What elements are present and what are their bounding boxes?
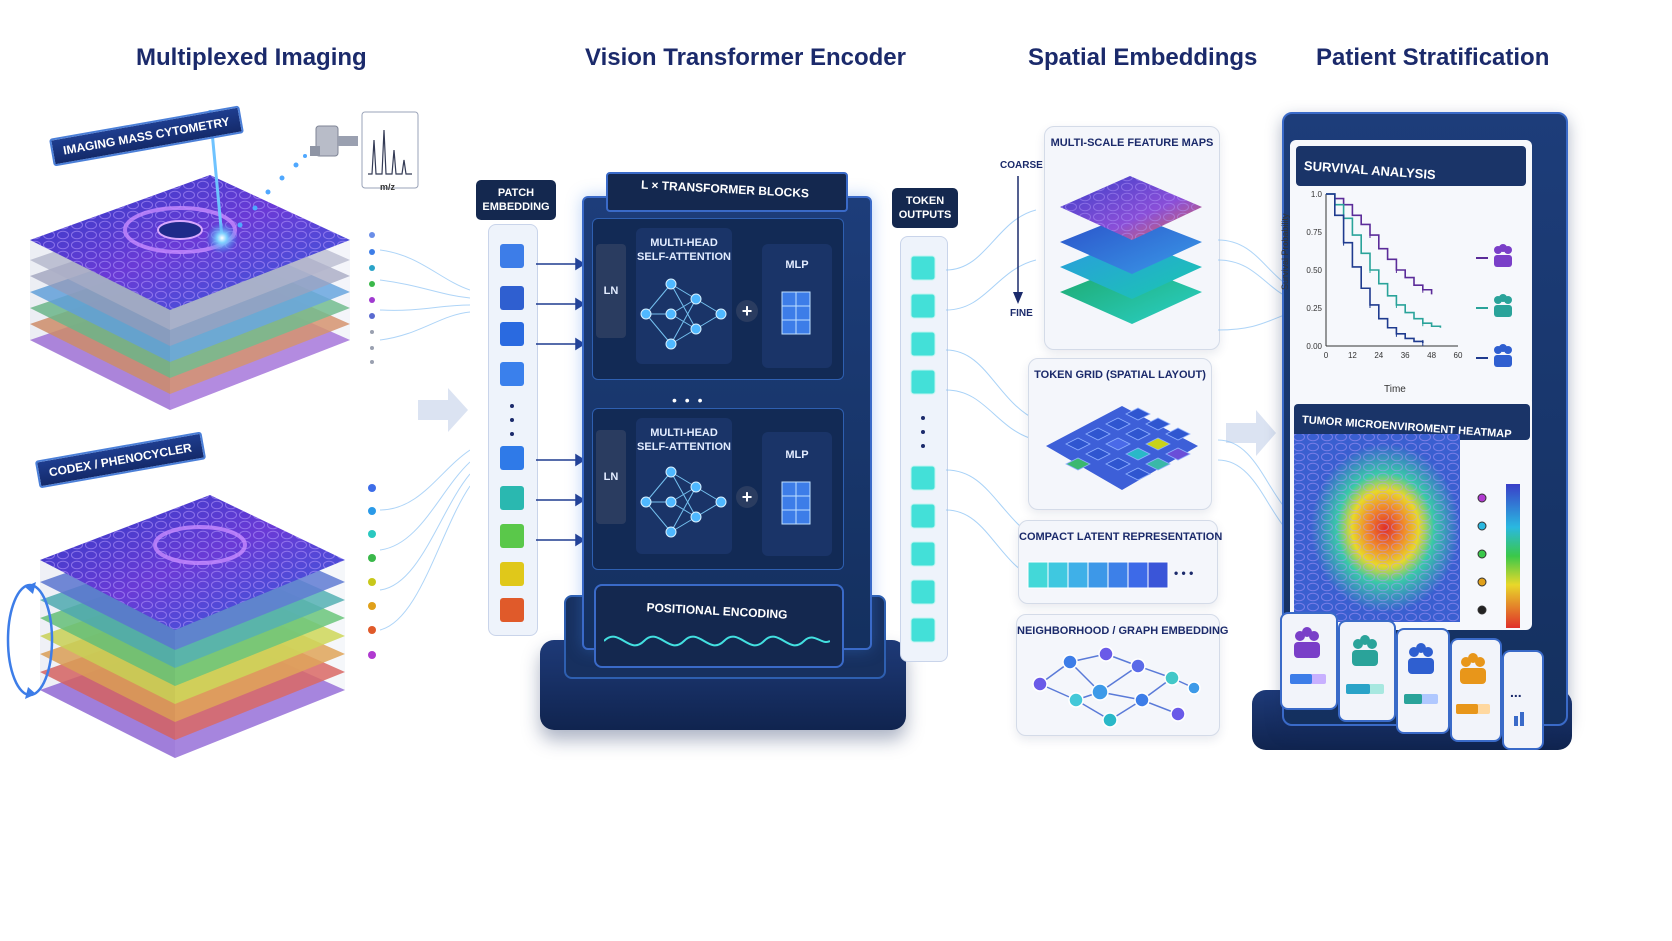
- mhsa-label-2: MULTI-HEAD SELF-ATTENTION: [637, 427, 731, 453]
- residual-add-icon-1: +: [736, 300, 758, 322]
- survival-curve-2: [1326, 193, 1442, 328]
- y-tick-label: 0.25: [1306, 304, 1322, 313]
- feature-maps-graphic: [1060, 176, 1202, 324]
- mlp-label-1: MLP: [785, 259, 809, 271]
- graph-embedding-label: NEIGHBORHOOD / GRAPH EMBEDDING: [1017, 625, 1229, 637]
- token-grid-label: TOKEN GRID (SPATIAL LAYOUT): [1034, 369, 1206, 381]
- x-tick-label: 36: [1401, 351, 1410, 360]
- patient-group-card-orange: [1450, 638, 1502, 742]
- y-tick-label: 1.0: [1311, 190, 1323, 199]
- patch-arrows: [536, 257, 586, 547]
- mhsa-label-1: MULTI-HEAD SELF-ATTENTION: [637, 237, 731, 263]
- token-outputs-label: TOKEN OUTPUTS: [892, 188, 958, 228]
- patient-group-card-more: [1502, 650, 1544, 750]
- imc-stack: [30, 109, 350, 410]
- imaging-flow-lines: [379, 249, 470, 631]
- x-tick-label: 48: [1427, 351, 1436, 360]
- latent-vector-graphic: [1027, 561, 1169, 589]
- mass-spec-nozzle-icon: [310, 125, 358, 157]
- survival-ylabel: Survival Probability: [1280, 213, 1290, 290]
- y-tick-label: 0.00: [1306, 342, 1322, 351]
- graph-network-icon: [1032, 646, 1201, 728]
- x-tick-label: 24: [1374, 351, 1383, 360]
- patient-group-icons: [1290, 627, 1524, 726]
- survival-axes: 0.00 0.25 0.50 0.75 1.0 0 12 24 36 48 60: [1306, 190, 1463, 360]
- codex-stack: [6, 495, 345, 758]
- coarse-to-fine-arrow-icon: [1013, 176, 1023, 304]
- survival-curve-3: [1326, 193, 1424, 343]
- patch-tokens-graphic: [500, 244, 524, 622]
- y-tick-label: 0.75: [1306, 228, 1322, 237]
- teal-group-icon: [1494, 294, 1512, 317]
- patient-group-card-teal: [1338, 620, 1396, 722]
- mlp-cubes-icon-1: [781, 291, 811, 335]
- transformer-blocks-header: [606, 172, 848, 212]
- ln-label-1: LN: [603, 285, 619, 297]
- section-title-imaging: Multiplexed Imaging: [136, 44, 367, 71]
- arrow-to-stratification-icon: [1226, 410, 1276, 456]
- attention-network-icon-1: [640, 278, 727, 350]
- section-title-encoder: Vision Transformer Encoder: [585, 44, 906, 71]
- blocks-ellipsis: • • •: [672, 392, 705, 408]
- latent-label: COMPACT LATENT REPRESENTATION: [1019, 531, 1223, 543]
- survival-xlabel: Time: [1384, 384, 1406, 395]
- more-groups-label: ...: [1510, 684, 1522, 700]
- attention-network-icon-2: [640, 466, 727, 538]
- mz-label: m/z: [380, 182, 396, 192]
- x-tick-label: 60: [1454, 351, 1463, 360]
- x-tick-label: 0: [1324, 351, 1329, 360]
- layer-norm-2: [596, 430, 626, 524]
- mlp-label-2: MLP: [785, 449, 809, 461]
- token-grid-graphic: [1046, 406, 1198, 490]
- patch-embedding-label: PATCH EMBEDDING: [476, 180, 556, 220]
- tme-heatmap-graphic: [1294, 434, 1520, 628]
- section-title-embeddings: Spatial Embeddings: [1028, 44, 1258, 71]
- coarse-label: COARSE: [1000, 160, 1043, 171]
- section-title-stratification: Patient Stratification: [1316, 44, 1550, 71]
- positional-wave-icon: [604, 635, 830, 647]
- mlp-cubes-icon-2: [781, 481, 811, 525]
- latent-ellipsis: • • •: [1174, 566, 1194, 580]
- ln-label-2: LN: [603, 471, 619, 483]
- x-tick-label: 12: [1348, 351, 1357, 360]
- multiscale-label: MULTI-SCALE FEATURE MAPS: [1050, 137, 1214, 149]
- mz-spectrum-icon: [361, 111, 419, 189]
- mhsa-module-1: [636, 228, 732, 364]
- arrow-to-encoder-icon: [418, 388, 468, 432]
- residual-add-icon-2: +: [736, 486, 758, 508]
- survival-legend: [1476, 244, 1512, 367]
- blue-group-icon: [1494, 344, 1512, 367]
- survival-header: [1296, 146, 1526, 186]
- layer-norm-1: [596, 244, 626, 338]
- imaging-stacks-graphic: [6, 109, 470, 758]
- y-tick-label: 0.50: [1306, 266, 1322, 275]
- positional-encoding-panel: [594, 584, 844, 668]
- survival-curves: [1326, 193, 1442, 346]
- fine-label: FINE: [1010, 308, 1033, 319]
- output-tokens-graphic: [910, 255, 936, 643]
- purple-group-icon: [1494, 244, 1512, 267]
- survival-chart: 0.00 0.25 0.50 0.75 1.0 0 12 24 36 48 60: [1306, 190, 1463, 360]
- mhsa-module-2: [636, 418, 732, 554]
- codex-channel-dots: [368, 484, 376, 659]
- imc-channel-dots: [369, 232, 375, 364]
